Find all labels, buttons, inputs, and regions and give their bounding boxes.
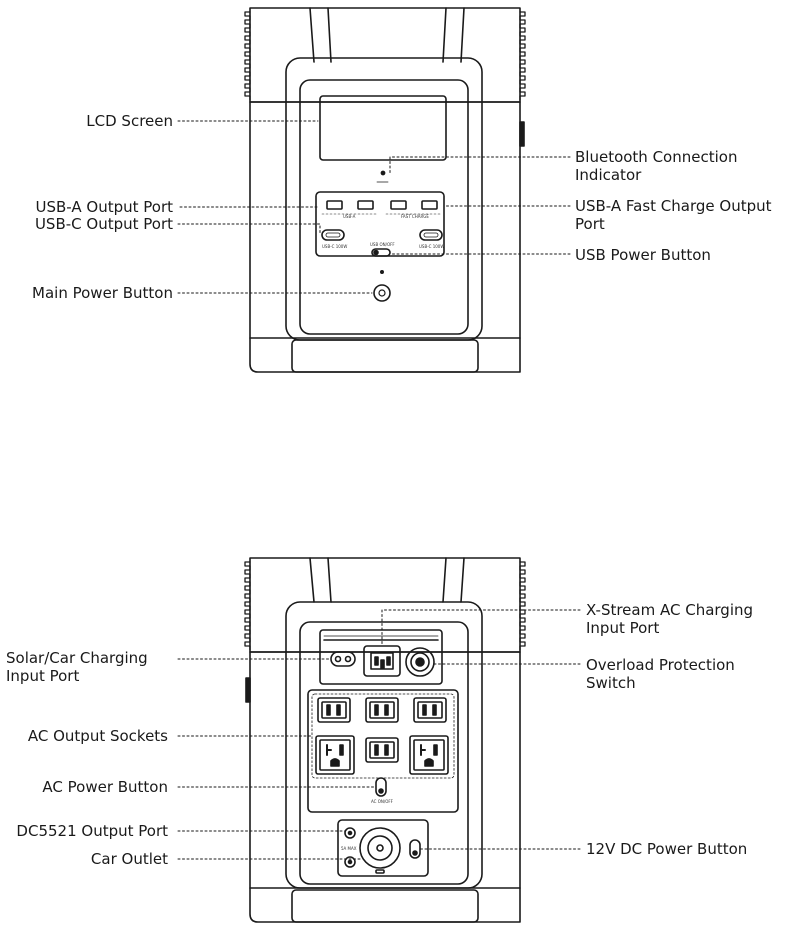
label-dc5521: DC5521 Output Port <box>16 822 168 840</box>
rear-unit <box>245 557 521 923</box>
rear-panel-outer <box>285 601 483 889</box>
front-unit <box>249 7 525 373</box>
usb-a-port-1[interactable] <box>326 200 343 210</box>
label-solar-car: Solar/Car Charging Input Port <box>6 649 148 685</box>
label-usb-a-fast: USB-A Fast Charge Output Port <box>575 197 772 233</box>
label-ac-outputs: AC Output Sockets <box>27 727 168 745</box>
ac-socket-top-2[interactable] <box>365 697 399 723</box>
label-usb-c-output: USB-C Output Port <box>34 215 173 233</box>
label-lcd-screen: LCD Screen <box>86 112 173 130</box>
label-overload-line2: Switch <box>586 674 636 692</box>
label-car-outlet: Car Outlet <box>90 850 168 868</box>
label-solar-car-line2: Input Port <box>6 667 80 685</box>
label-xstream: X-Stream AC Charging Input Port <box>586 601 753 637</box>
label-xstream-line1: X-Stream AC Charging <box>586 601 754 619</box>
fast-charge-group-text: FAST CHARGE <box>401 214 429 219</box>
leader-xstream <box>381 609 581 647</box>
label-usb-a-fast-line2: Port <box>575 215 605 233</box>
usb-power-button[interactable] <box>371 248 391 257</box>
usb-on-off-text: USB ON/OFF <box>370 242 395 247</box>
label-bluetooth-line1: Bluetooth Connection <box>575 148 738 166</box>
main-power-button[interactable] <box>373 284 391 302</box>
leader-usb-c <box>177 223 321 236</box>
rear-handle-left <box>309 557 332 603</box>
front-handle-left <box>309 7 332 63</box>
label-12v-dc-power: 12V DC Power Button <box>586 840 748 858</box>
ac-on-off-text: AC ON/OFF <box>371 799 394 804</box>
rear-handle-right <box>442 557 465 603</box>
amp-rating-text: 5A MAX <box>341 846 357 851</box>
front-handle-right <box>442 7 465 63</box>
usb-a-group-text: USB-A <box>343 214 356 219</box>
usb-a-fast-port-1[interactable] <box>390 200 407 210</box>
usb-c-right-text: USB-C 100W <box>419 244 444 249</box>
label-ac-power: AC Power Button <box>42 778 168 796</box>
dc5521-output-port[interactable] <box>344 827 356 839</box>
ac-output-panel <box>307 689 459 813</box>
usb-a-port-2[interactable] <box>357 200 374 210</box>
usb-c-port-left[interactable] <box>321 229 345 241</box>
front-panel-outer <box>285 57 483 341</box>
dc5521-output-port-2[interactable] <box>344 856 356 868</box>
crenellation-edge <box>519 11 526 101</box>
label-xstream-line2: Input Port <box>586 619 660 637</box>
label-usb-power: USB Power Button <box>575 246 711 264</box>
usb-c-left-text: USB-C 100W <box>322 244 347 249</box>
ac-socket-middle[interactable] <box>365 737 399 763</box>
label-overload: Overload Protection Switch <box>586 656 735 692</box>
overload-protection-switch[interactable] <box>405 647 435 677</box>
front-foot <box>291 339 479 373</box>
front-top-cap <box>249 7 521 103</box>
ac-power-button[interactable] <box>375 777 387 797</box>
ac-socket-20a-right[interactable] <box>409 735 449 775</box>
label-usb-a-output: USB-A Output Port <box>35 198 173 216</box>
crenellation-edge <box>244 11 251 101</box>
car-outlet[interactable] <box>359 827 401 869</box>
rear-side-tab <box>245 677 251 703</box>
input-port-panel <box>319 629 443 685</box>
crenellation-edge <box>519 561 526 651</box>
rear-panel-inner <box>299 621 469 885</box>
leader-lines <box>177 120 581 860</box>
ac-socket-top-1[interactable] <box>317 697 351 723</box>
front-side-tab <box>519 121 525 147</box>
bluetooth-indicator <box>380 170 386 176</box>
lcd-screen <box>319 95 447 161</box>
usb-a-fast-port-2[interactable] <box>421 200 438 210</box>
label-solar-car-line1: Solar/Car Charging <box>6 649 148 667</box>
xstream-ac-charging-input-port[interactable] <box>363 645 401 677</box>
leader-bluetooth <box>389 156 571 174</box>
front-body <box>249 101 521 373</box>
rear-foot <box>291 889 479 923</box>
solar-car-charging-input-port[interactable] <box>330 651 356 667</box>
label-bluetooth: Bluetooth Connection Indicator <box>575 148 737 184</box>
ac-socket-top-3[interactable] <box>413 697 447 723</box>
label-usb-a-fast-line1: USB-A Fast Charge Output <box>575 197 772 215</box>
front-panel-inner <box>299 79 469 335</box>
label-overload-line1: Overload Protection <box>586 656 735 674</box>
label-main-power: Main Power Button <box>32 284 173 302</box>
crenellations <box>244 11 526 651</box>
usb-c-port-right[interactable] <box>419 229 443 241</box>
dc-output-panel <box>337 819 429 877</box>
crenellation-edge <box>244 561 251 651</box>
label-bluetooth-line2: Indicator <box>575 166 642 184</box>
ac-socket-20a-left[interactable] <box>315 735 355 775</box>
